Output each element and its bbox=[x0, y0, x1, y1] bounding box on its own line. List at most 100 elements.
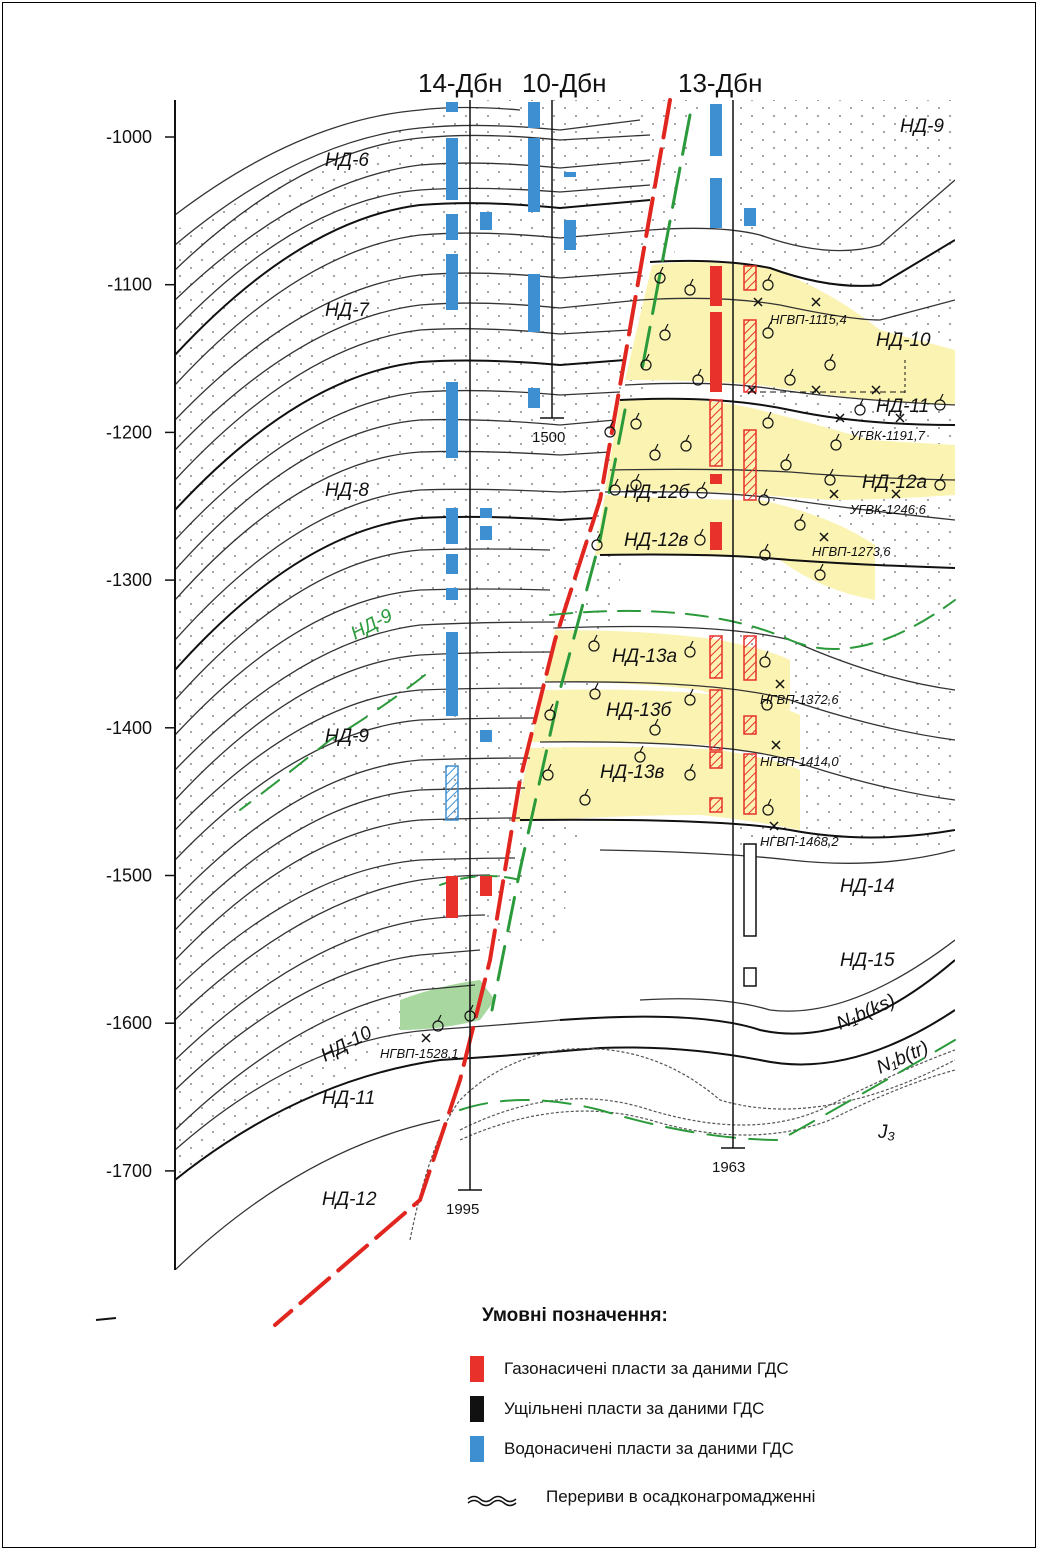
gas-symbol-tick bbox=[829, 468, 834, 476]
gas-symbol-tick bbox=[764, 650, 769, 658]
gas-symbol-tick bbox=[437, 1014, 442, 1022]
legend-label: Перериви в осадконагромадженні bbox=[546, 1487, 816, 1506]
contact-label: НГВП-1273,6 bbox=[812, 544, 891, 559]
depth-tick-label: -1400 bbox=[106, 718, 152, 738]
legend: Умовні позначення: Газонасичені пласти з… bbox=[470, 1305, 1010, 1517]
gas-symbol-tick bbox=[859, 398, 864, 406]
gas-symbol-tick bbox=[835, 433, 840, 441]
gas-symbol-tick bbox=[767, 411, 772, 419]
gas-symbol-tick bbox=[664, 323, 669, 331]
gas-symbol-tick bbox=[689, 640, 694, 648]
boundary-lines bbox=[175, 106, 955, 1270]
depth-tick-label: -1500 bbox=[106, 866, 152, 886]
gas-symbol-tick bbox=[699, 528, 704, 536]
legend-item-dense: Ущільнені пласти за даними ГДС bbox=[470, 1389, 1010, 1429]
layer-label: НД-9 bbox=[325, 726, 369, 747]
faults bbox=[239, 98, 956, 1327]
layer-label: НД-7 bbox=[325, 300, 370, 321]
layer-label: НД-12в bbox=[624, 530, 689, 551]
strat-label-nb-ks: N₁b(ks) bbox=[833, 990, 898, 1034]
gas-symbol-tick bbox=[697, 368, 702, 376]
depth-axis: -1000 -1100 -1200 -1300 -1400 -1500 -1600 -1700 bbox=[106, 100, 176, 1270]
gas-symbol-tick bbox=[766, 693, 771, 701]
legend-label: Ущільнені пласти за даними ГДС bbox=[504, 1399, 765, 1418]
well-name-10: 10-Дбн bbox=[522, 68, 606, 98]
layer-label: НД-12 bbox=[322, 1189, 377, 1210]
legend-item-water: Водонасичені пласти за даними ГДС bbox=[470, 1429, 1010, 1469]
legend-item-gas: Газонасичені пласти за даними ГДС bbox=[470, 1349, 1010, 1389]
legend-label: Газонасичені пласти за даними ГДС bbox=[504, 1359, 789, 1378]
layer-label: НД-13в bbox=[600, 762, 665, 783]
gas-symbol-tick bbox=[767, 273, 772, 281]
layer-label: НД-14 bbox=[840, 876, 895, 897]
boundary-lines-right bbox=[519, 179, 955, 1035]
strat-label-nb-tr: N₁b(tr) bbox=[873, 1037, 931, 1078]
gas-symbols bbox=[432, 266, 946, 1032]
gas-symbol-tick bbox=[767, 321, 772, 329]
depth-tick-label: -1700 bbox=[106, 1161, 152, 1181]
gas-symbol-tick bbox=[596, 533, 601, 541]
gas-symbol-tick bbox=[594, 682, 599, 690]
log-bars bbox=[445, 102, 757, 987]
well-14-Dbn bbox=[458, 100, 482, 1191]
well-name-13: 13-Дбн bbox=[678, 68, 762, 98]
layer-label: НД-12б bbox=[624, 482, 691, 503]
legend-title: Умовні позначення: bbox=[482, 1305, 668, 1326]
gas-symbol-tick bbox=[939, 473, 944, 481]
depth-tick-label: -1300 bbox=[106, 570, 152, 590]
gas-symbol-tick bbox=[763, 488, 768, 496]
well-13-Dbn bbox=[721, 100, 745, 1149]
unconformity-legend-icon bbox=[467, 1495, 517, 1507]
gas-symbol-tick bbox=[701, 481, 706, 489]
gas-symbol-tick bbox=[819, 563, 824, 571]
gas-symbol-tick bbox=[789, 368, 794, 376]
gas-symbol-tick bbox=[645, 353, 650, 361]
gas-symbol-tick bbox=[593, 634, 598, 642]
layer-label: НД-15 bbox=[840, 950, 895, 971]
layer-label: НД-10 bbox=[876, 330, 931, 351]
unconformity-lines bbox=[409, 1047, 955, 1241]
contact-label: УГВК-1246,6 bbox=[849, 502, 927, 517]
gas-symbol-tick bbox=[764, 543, 769, 551]
gas-symbol-tick bbox=[799, 513, 804, 521]
layer-label: НД-6 bbox=[325, 150, 369, 171]
contact-label: НГВП-1468,2 bbox=[760, 834, 839, 849]
gas-symbol-tick bbox=[689, 278, 694, 286]
legend-label: Водонасичені пласти за даними ГДС bbox=[504, 1439, 794, 1458]
layer-label: НД-11 bbox=[322, 1088, 375, 1109]
contact-label: НГВП-1372,6 bbox=[760, 692, 839, 707]
well-10-Dbn bbox=[540, 100, 564, 419]
depth-tick-label: -1200 bbox=[106, 422, 152, 442]
gas-symbol-tick bbox=[469, 1004, 474, 1012]
gas-symbol-tick bbox=[685, 434, 690, 442]
gas-symbol-tick bbox=[549, 703, 554, 711]
depth-tick-label: -1600 bbox=[106, 1013, 152, 1033]
water-swatch-icon bbox=[470, 1436, 484, 1462]
contact-markers bbox=[421, 297, 905, 1043]
gas-symbol-tick bbox=[584, 788, 589, 796]
gas-swatch-icon bbox=[470, 1356, 484, 1382]
gas-symbol-tick bbox=[635, 473, 640, 481]
well-td-10: 1500 bbox=[532, 429, 565, 446]
gas-symbol-tick bbox=[785, 453, 790, 461]
depth-tick-label: -1000 bbox=[106, 127, 152, 147]
contact-label: НГВП-1115,4 bbox=[770, 312, 847, 327]
gas-symbol-tick bbox=[659, 266, 664, 274]
gas-symbol-tick bbox=[767, 798, 772, 806]
gas-symbol-tick bbox=[689, 763, 694, 771]
gas-symbol-tick bbox=[689, 688, 694, 696]
contact-label: УГВК-1191,7 bbox=[849, 428, 926, 443]
well-name-14: 14-Дбн bbox=[418, 68, 502, 98]
strat-label-j3: J₃ bbox=[877, 1122, 896, 1143]
well-td-13: 1963 bbox=[712, 1159, 745, 1176]
depth-tick-label: -1100 bbox=[107, 275, 152, 295]
gas-symbol-tick bbox=[654, 718, 659, 726]
gas-symbol-tick bbox=[654, 443, 659, 451]
contact-label: НГВП-1528,1 bbox=[380, 1046, 459, 1061]
gas-symbol-tick bbox=[639, 745, 644, 753]
layer-label: НД-9 bbox=[900, 116, 944, 137]
stray-mark bbox=[95, 1317, 117, 1321]
layer-label: НД-13а bbox=[612, 646, 677, 667]
